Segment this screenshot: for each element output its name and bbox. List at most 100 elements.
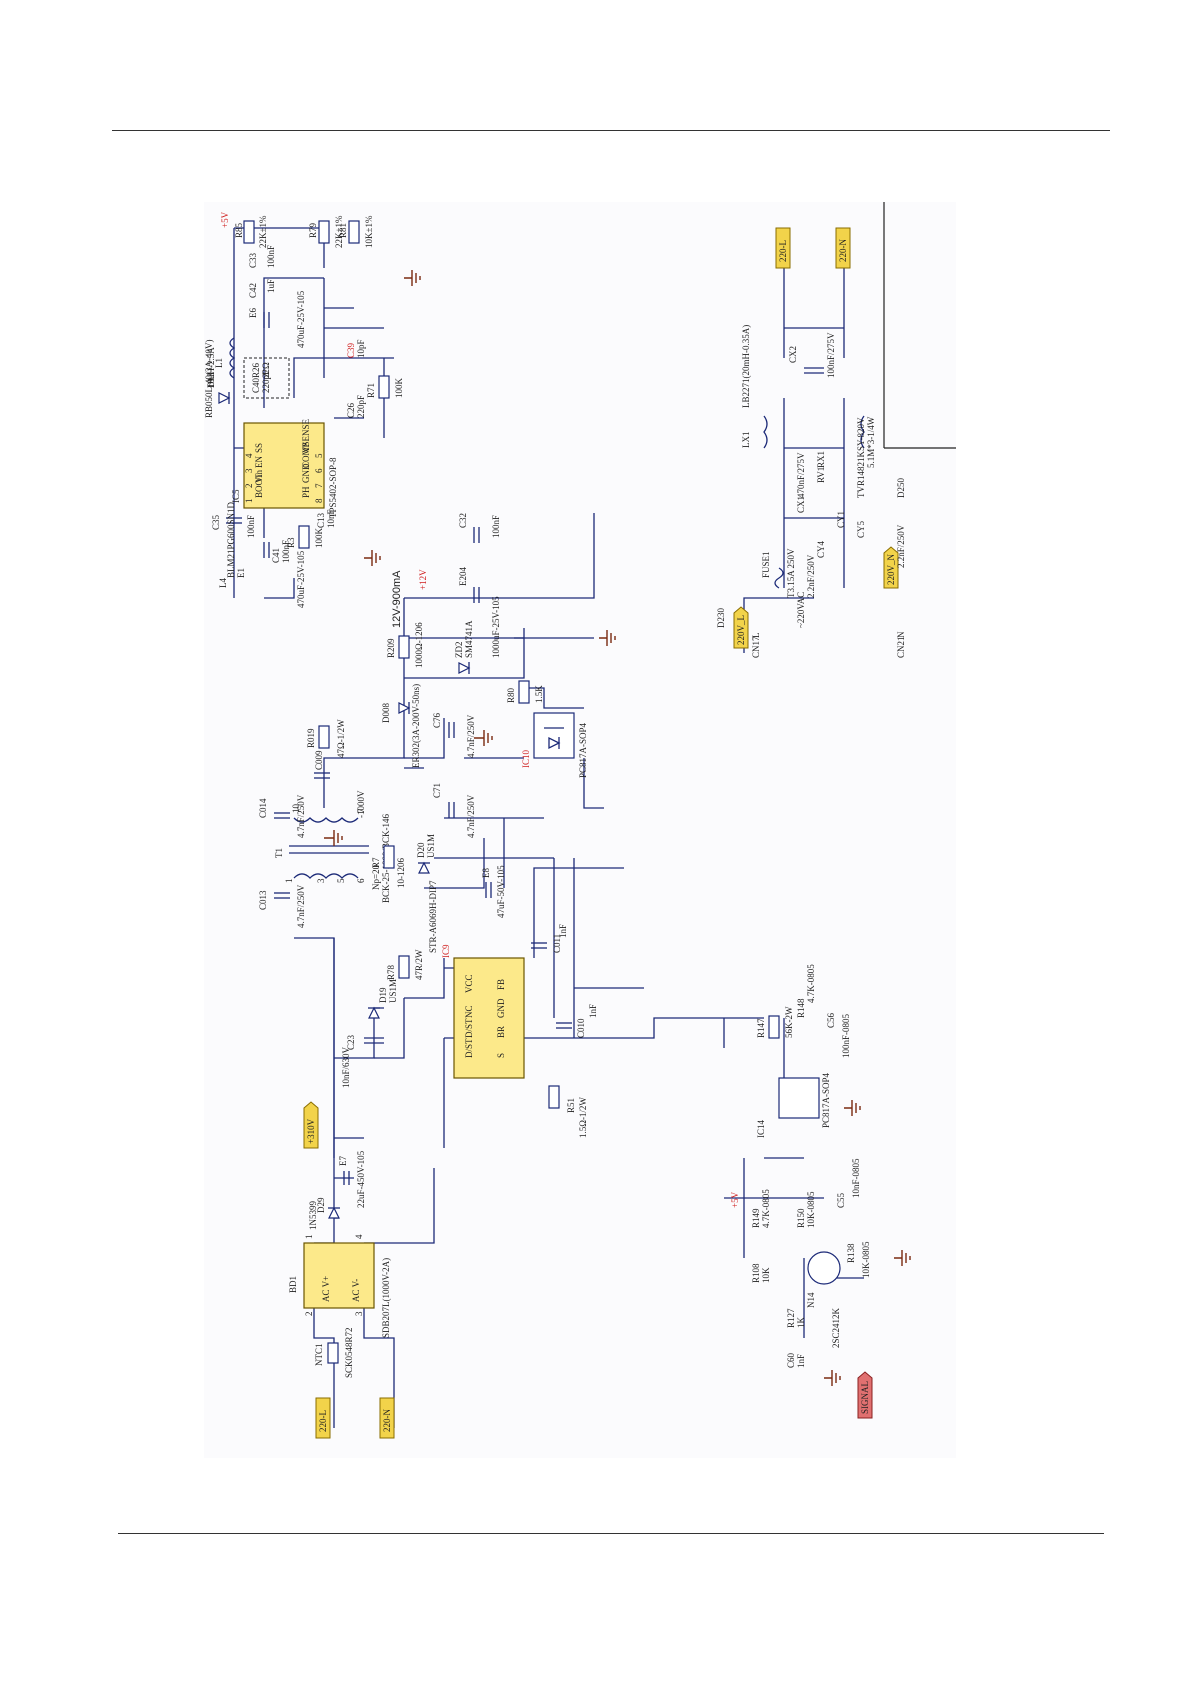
svg-text:47R/2W: 47R/2W [414,949,424,980]
cap-cy1: CY1 [836,511,846,528]
svg-text:FUSE1: FUSE1 [761,551,771,578]
svg-text:2.2nF/250V: 2.2nF/250V [806,554,816,598]
res-r147: R147 56K-2W [756,1006,794,1039]
svg-text:1000uF-25V-105: 1000uF-25V-105 [491,596,501,658]
svg-text:Np=20: Np=20 [371,864,381,890]
cap-c56: C56 100nF-0805 [826,1012,851,1058]
rail-12v: +12V [418,569,428,590]
svg-text:BR: BR [496,1026,506,1038]
svg-text:IC14: IC14 [756,1120,766,1139]
cap-c009: C009 -1000V [314,750,366,818]
cap-cx2: CX2 100nF/275V [788,332,836,378]
svg-text:EN: EN [254,456,264,468]
svg-text:1nF: 1nF [558,924,568,938]
header-rule [112,130,1110,131]
svg-text:+310V: +310V [306,1118,316,1144]
diode-d29: D29 1N5399 [308,1197,340,1230]
svg-text:220pF: 220pF [356,395,366,418]
varistor-rv1: RV1 [816,467,826,483]
tag-ac-n-fuse: 220V_N [883,546,899,589]
svg-text:R71: R71 [366,383,376,398]
svg-text:10pF: 10pF [356,339,366,358]
svg-text:LB2271(20mH-0.35A): LB2271(20mH-0.35A) [741,325,751,408]
svg-text:220V_L: 220V_L [736,615,746,645]
footer-rule [118,1533,1104,1534]
res-r81: R81 10K±1% [338,215,374,248]
res-r71: R71 100K [366,375,404,399]
svg-text:100nF/275V: 100nF/275V [826,332,836,378]
svg-text:C55: C55 [836,1192,846,1208]
svg-text:220-N: 220-N [382,1409,392,1432]
svg-text:7: 7 [356,808,366,813]
svg-text:C009: C009 [314,750,324,770]
svg-text:2: 2 [304,1312,314,1317]
svg-text:C23: C23 [346,1034,356,1050]
svg-text:47Ω-1/2W: 47Ω-1/2W [336,719,346,758]
cap-c010: C010 1nF [556,1004,598,1038]
tag-signal: SIGNAL [857,1371,873,1419]
svg-text:IC5: IC5 [231,489,241,503]
svg-text:C014: C014 [258,798,268,818]
svg-text:10K±1%: 10K±1% [364,215,374,248]
svg-text:R147: R147 [756,1018,766,1038]
cap-e1: E1 470uF-25V-105 [236,550,306,608]
svg-text:R138: R138 [846,1243,856,1263]
bridge-bd1: AC V+ AC V- BD1 SDB207L(1000V-2A) 2 3 1 … [288,1234,391,1338]
res-r150: R150 10K-0805 [796,1191,816,1228]
svg-text:E7: E7 [338,1156,348,1166]
cap-c33: C33 100nF [248,245,276,268]
svg-text:D19: D19 [378,987,388,1003]
svg-text:Vin: Vin [254,470,264,483]
svg-text:CX1: CX1 [796,496,806,513]
diode-d13: D13 RB050L-40(3A-40V) [204,340,231,419]
cap-c55: C55 10nF-0805 [836,1158,861,1208]
ac-note: ~220VAC [796,592,806,628]
svg-text:VCC: VCC [464,974,474,993]
svg-text:10nF/630V: 10nF/630V [341,1046,351,1088]
d250-ref: D250 [896,478,906,498]
svg-text:3: 3 [354,1311,364,1316]
svg-text:3: 3 [244,468,254,473]
svg-text:1K: 1K [796,1317,806,1329]
svg-text:R108: R108 [751,1263,761,1283]
transistor-n14: N14 2SC2412K [806,1251,841,1348]
svg-text:D/ST: D/ST [464,1038,474,1058]
svg-text:4.7nF/250V: 4.7nF/250V [296,884,306,928]
svg-text:R80: R80 [506,687,516,703]
svg-text:BD1: BD1 [288,1276,298,1293]
svg-text:SIGNAL: SIGNAL [860,1381,870,1414]
svg-text:C76: C76 [432,712,442,728]
svg-text:TPS5402-SOP-8: TPS5402-SOP-8 [328,457,338,518]
svg-text:D/ST: D/ST [464,1018,474,1038]
svg-text:R148: R148 [796,998,806,1018]
svg-text:C71: C71 [432,783,442,798]
svg-text:1.5K: 1.5K [534,685,544,703]
svg-text:C60: C60 [786,1352,796,1368]
svg-text:10nF: 10nF [326,509,336,528]
svg-text:T3.15A 250V: T3.15A 250V [786,548,796,598]
diode-d008: D008 ER302(3A-200V-50ns) [381,684,421,768]
connector-cn17: CN17 L [751,633,761,659]
tag-ac-n-out: 220-N [835,227,851,269]
svg-text:CY4: CY4 [816,540,826,558]
svg-text:IC9: IC9 [441,944,451,958]
svg-text:SCK0548R72: SCK0548R72 [344,1327,354,1378]
ic5-buck: BOOT Vin EN SS PH GND COMP VSENSE IC5 TP… [231,418,338,518]
svg-text:8: 8 [314,498,324,503]
svg-text:RB050L-40(3A-40V): RB050L-40(3A-40V) [204,340,214,419]
svg-text:C13: C13 [316,512,326,528]
svg-text:C42: C42 [248,283,258,298]
svg-text:N14: N14 [806,1292,816,1308]
cap-c60: C60 1nF [786,1352,806,1368]
cap-e7: E7 22uF-450V-105 [338,1150,366,1208]
transformer-t1: T1 BCK-25-1889/BCK-146 Np=20 1 3 5 6 7 1… [274,804,391,904]
cap-cx1: CX1 470nF/275V [796,452,806,513]
svg-text:CX2: CX2 [788,346,798,363]
svg-text:220-L: 220-L [778,240,788,262]
cap-c39: C39 10pF [346,339,366,358]
svg-text:R149: R149 [751,1208,761,1228]
ferrite-l4: L4 BLM21PG600SN1D [218,501,236,588]
svg-text:SDB207L(1000V-2A): SDB207L(1000V-2A) [381,1258,391,1338]
svg-text:C32: C32 [458,513,468,528]
svg-text:22K±1%: 22K±1% [334,215,344,248]
